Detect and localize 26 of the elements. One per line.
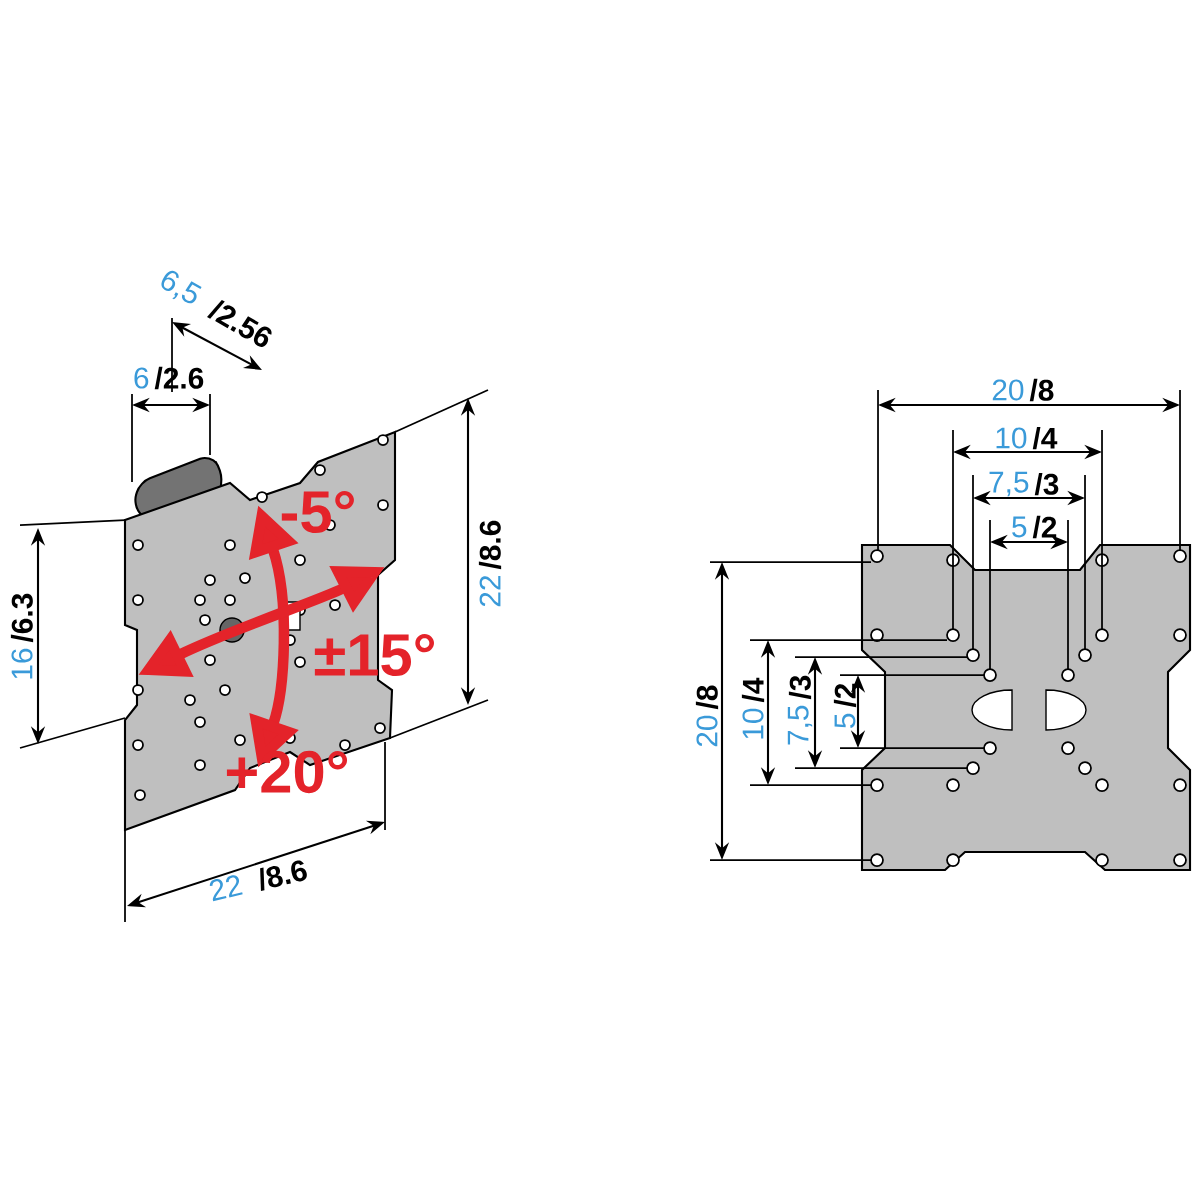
dimension-label: 20 [696,715,718,747]
dimension-label: 6 [134,367,149,389]
dimension-label: 10 [996,427,1027,449]
dimension-label: /6.3 [10,593,34,643]
angle-label: -5° [281,490,354,534]
dimension-label: /8.6 [478,520,502,570]
dimension-label: /8 [1029,378,1054,402]
dimension-label: 6,5 [161,270,202,304]
dimension-label: /4 [1032,426,1058,450]
dimension-label: 20 [992,379,1024,401]
dimension-label: 5 [834,713,856,728]
dimension-label: 22 [209,875,243,902]
dimension-label: 22 [479,576,501,607]
dimension-label: /8 [695,685,719,710]
dimension-label: /2 [1032,515,1057,539]
dimension-label: 16 [11,648,33,679]
dimension-label: /3 [788,675,812,700]
dimension-label: 5 [1012,516,1027,538]
dimension-label: /2.56 [207,299,272,347]
dimension-label: 7,5 [989,471,1029,497]
dimension-label: 10 [742,708,764,739]
dimension-label: /8.6 [260,860,307,891]
dimension-label: /3 [1034,472,1059,496]
dimension-label: /2 [833,683,857,708]
dimension-label: 7,5 [787,705,813,745]
dimension-label: /4 [741,677,765,703]
